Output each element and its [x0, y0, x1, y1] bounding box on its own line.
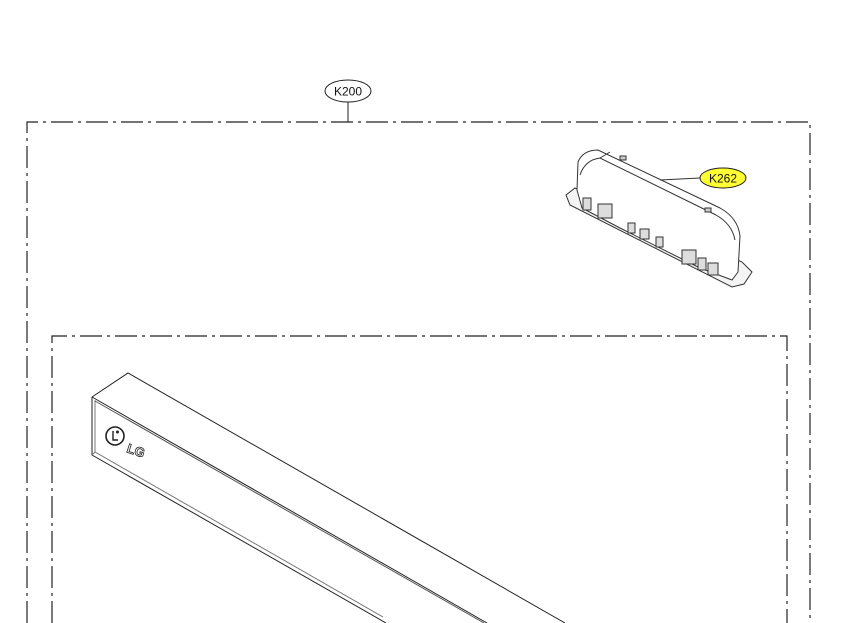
callout-label-k262: K262 [709, 172, 737, 186]
callout-k262[interactable]: K262 [659, 167, 747, 189]
lg-logo-text: LG [125, 441, 147, 461]
callout-k200[interactable]: K200 [324, 79, 372, 122]
lg-logo-icon: LG [105, 426, 147, 461]
part-k262-cover[interactable] [565, 149, 753, 288]
part-front-bar[interactable]: LG [91, 372, 566, 623]
sub-assembly-boundary [51, 335, 788, 623]
assembly-boundary-k200 [26, 121, 811, 623]
callout-label-k200: K200 [334, 85, 362, 99]
